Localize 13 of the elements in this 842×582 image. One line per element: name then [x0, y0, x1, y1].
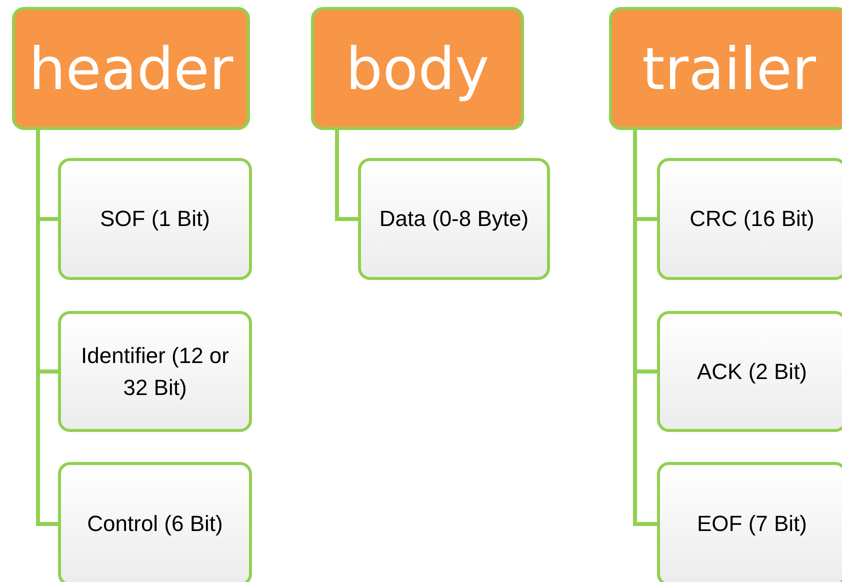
- section-header-box: trailer: [609, 7, 842, 130]
- connector-line: [335, 130, 358, 221]
- field-box: CRC (16 Bit): [657, 158, 842, 280]
- connector-line: [36, 130, 58, 526]
- section-header-box: header: [12, 7, 250, 130]
- section-header-box: body: [311, 7, 524, 130]
- field-box: Identifier (12 or 32 Bit): [58, 311, 252, 432]
- field-box: Control (6 Bit): [58, 462, 252, 582]
- field-box: Data (0-8 Byte): [358, 158, 550, 280]
- connector-line: [633, 130, 657, 526]
- field-box: ACK (2 Bit): [657, 311, 842, 432]
- field-box: EOF (7 Bit): [657, 462, 842, 582]
- field-box: SOF (1 Bit): [58, 158, 252, 280]
